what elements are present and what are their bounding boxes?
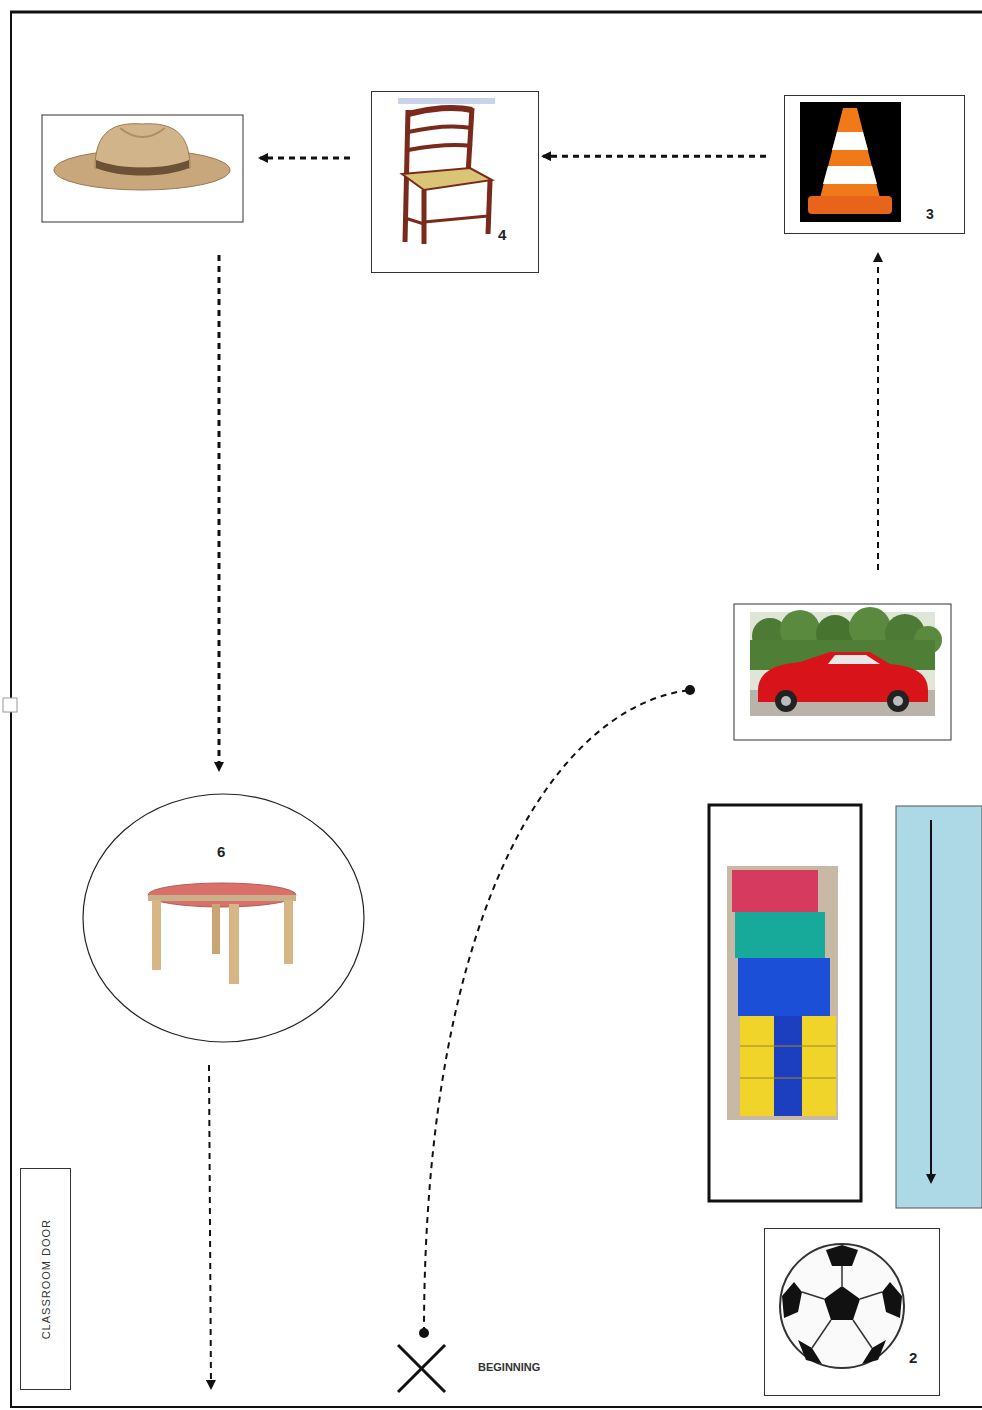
frame-line — [10, 1406, 982, 1408]
start-label: BEGINNING — [478, 1361, 540, 1373]
hat-picture — [54, 124, 230, 190]
path-arrow — [209, 1065, 211, 1388]
car-picture — [750, 607, 942, 716]
table-circle: 6 — [82, 793, 365, 1043]
frame-line — [10, 11, 982, 14]
callout-number: 4 — [498, 226, 506, 243]
table-picture — [148, 883, 296, 984]
blocks-picture — [727, 866, 838, 1120]
frame-handle — [3, 698, 17, 712]
path-dot — [685, 685, 695, 695]
path-dot — [419, 1328, 429, 1338]
start-cross — [398, 1345, 445, 1392]
car-box — [734, 604, 951, 740]
path-arrow — [260, 157, 350, 160]
blocks-box — [709, 805, 861, 1201]
blue-band — [896, 806, 982, 1208]
path-arrow — [877, 254, 879, 570]
chair-box: 4 — [371, 91, 539, 273]
ball-picture — [779, 1240, 907, 1370]
circle-shape — [83, 794, 364, 1042]
path-connector — [543, 155, 766, 158]
cone-picture — [800, 102, 901, 222]
door-box: CLASSROOM DOOR — [20, 1168, 71, 1390]
ball-box: 2 — [764, 1228, 940, 1396]
cone-box: 3 — [784, 95, 965, 234]
callout-number: 6 — [217, 843, 225, 860]
start-cross — [398, 1345, 445, 1392]
band-arrow — [930, 820, 932, 1182]
circle-outline — [82, 793, 365, 1043]
chair-picture — [398, 98, 495, 244]
start-path — [424, 690, 690, 1333]
callout-number: 2 — [909, 1349, 917, 1366]
hat-box — [42, 115, 243, 222]
callout-number: 3 — [926, 206, 934, 222]
door-label: CLASSROOM DOOR — [40, 1219, 52, 1339]
path-arrow — [218, 255, 221, 770]
